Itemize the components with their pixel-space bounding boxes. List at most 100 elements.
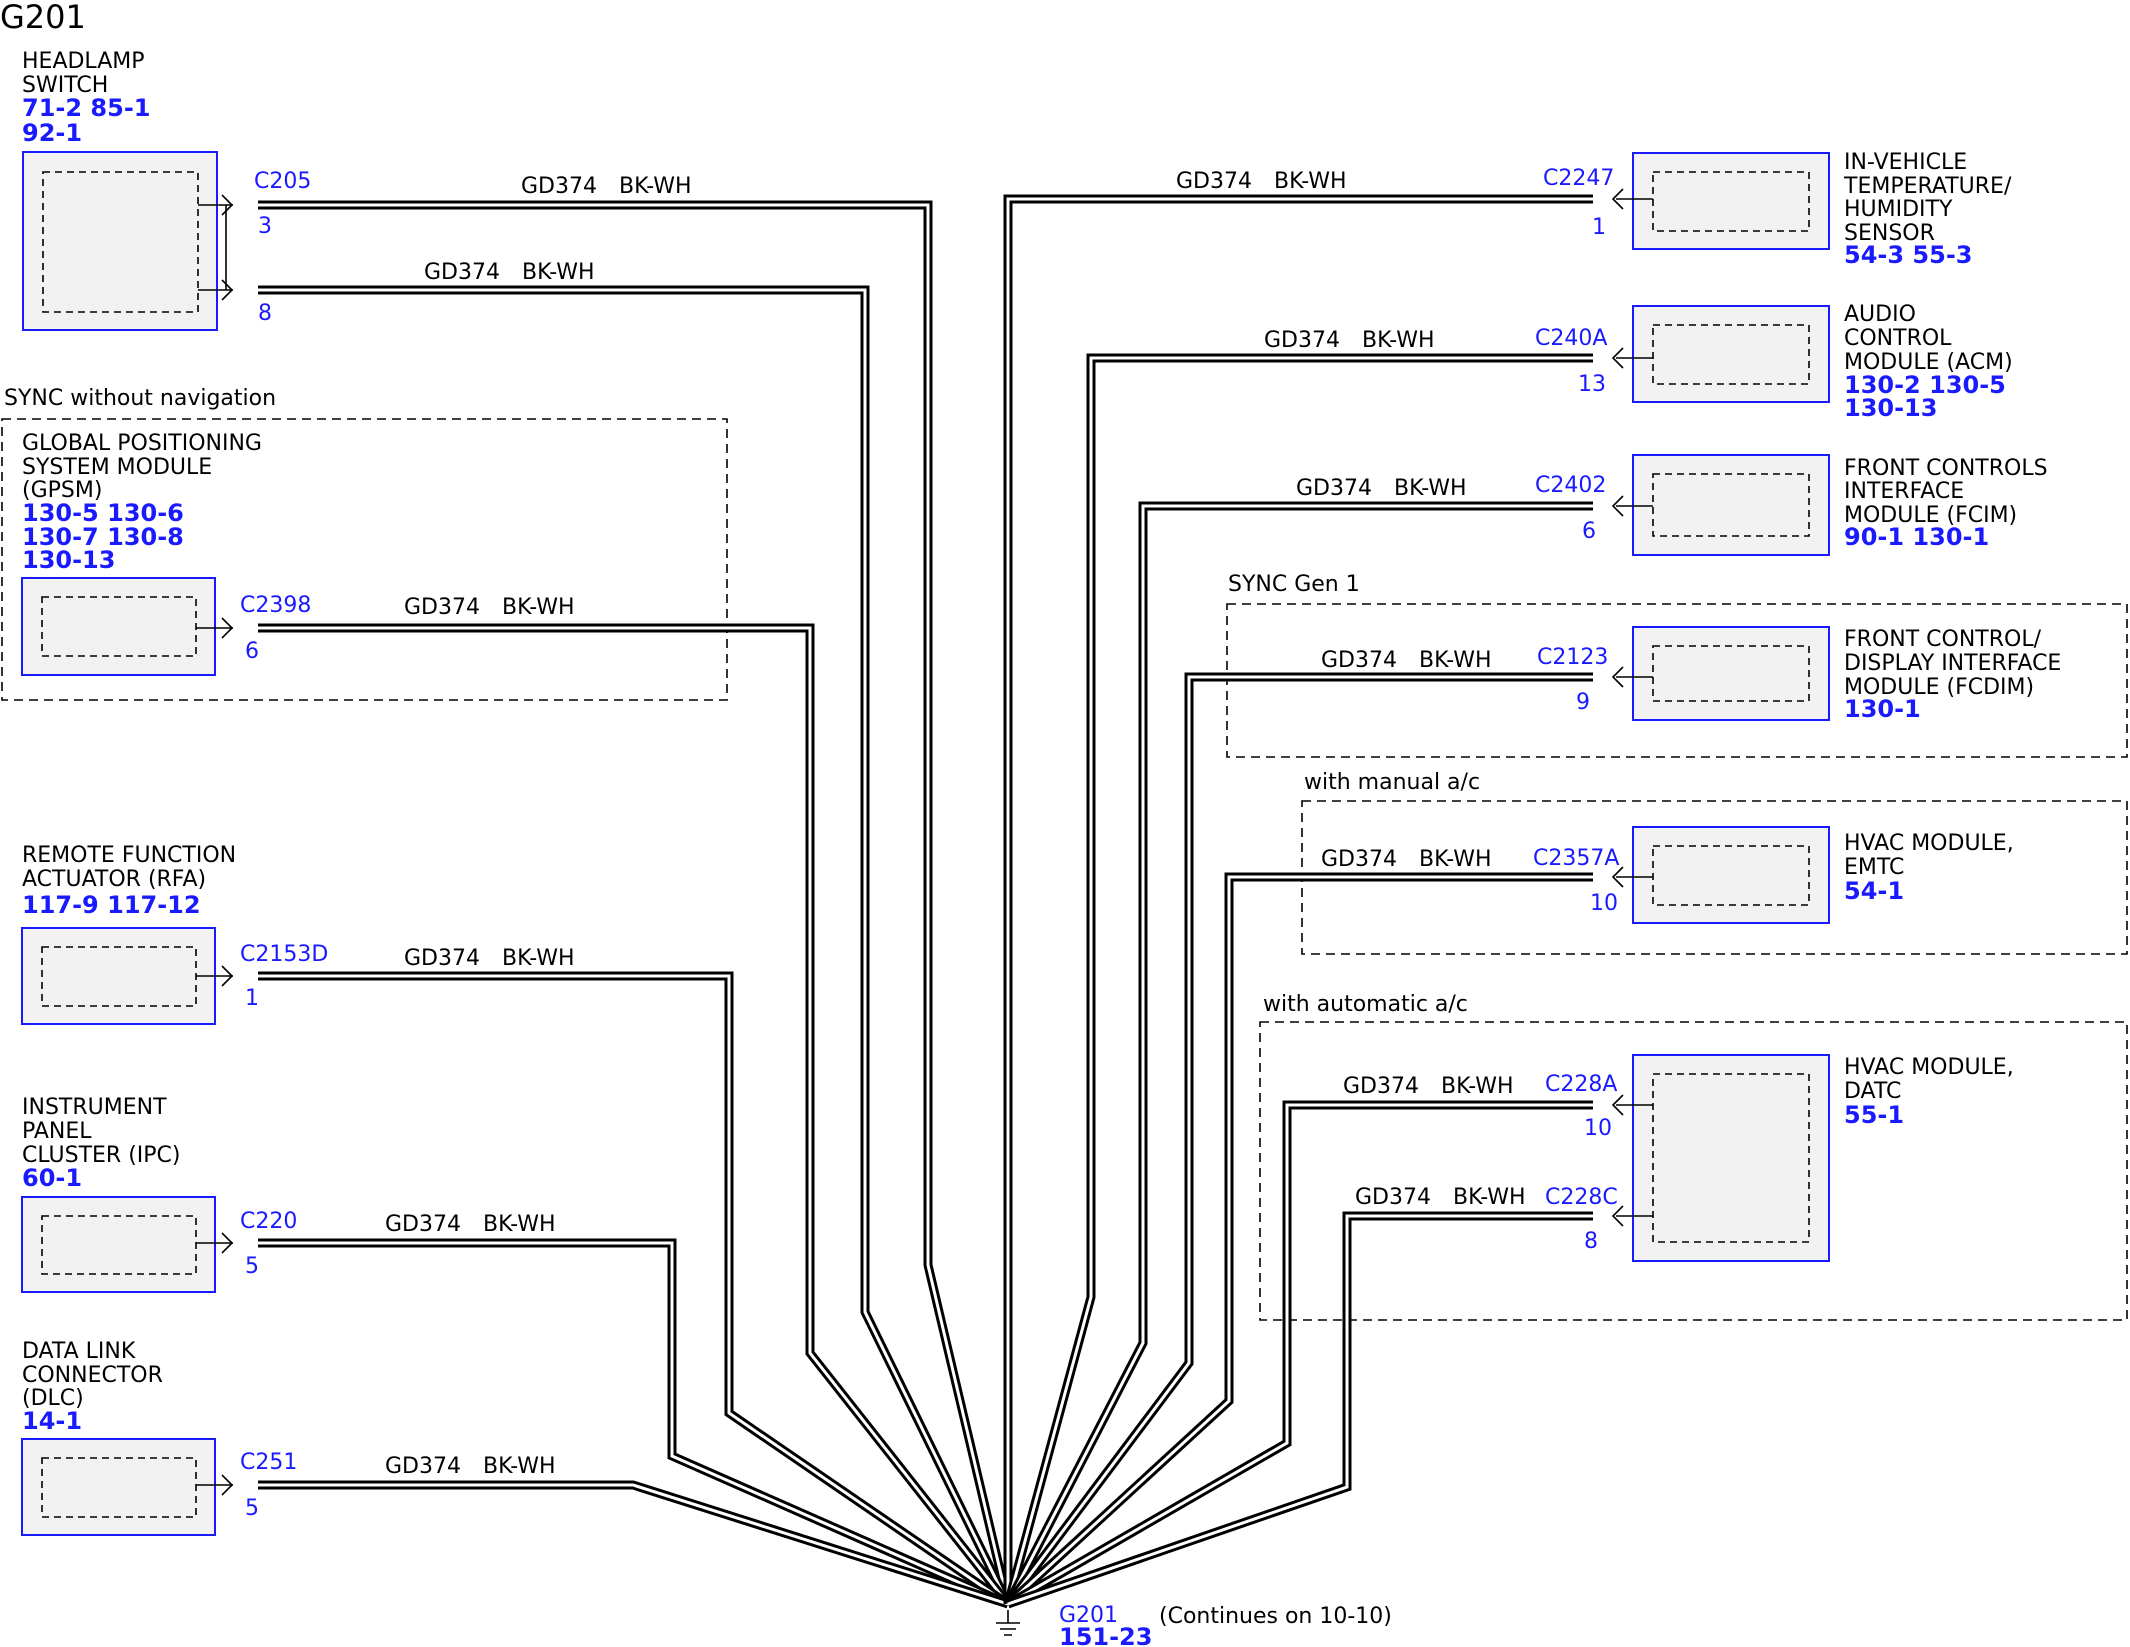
connector-arrow-icon	[1611, 188, 1624, 210]
pin-8: 8	[258, 301, 272, 326]
connector-arrows	[221, 188, 1624, 1496]
wire-c251	[258, 1480, 1010, 1609]
ground-g201: G201 151-23 (Continues on 10-10)	[996, 1603, 1392, 1647]
pin-c240a: 13	[1578, 372, 1606, 397]
connector-arrow-icon	[221, 1474, 234, 1496]
pin-c2247: 1	[1592, 215, 1606, 240]
ground-name: G201	[1059, 1603, 1118, 1628]
ivth-sensor-refs: 54-3 55-3	[1844, 241, 1972, 269]
pin-c2153d: 1	[245, 986, 259, 1011]
hvac-datc-name: HVAC MODULE,DATC	[1844, 1055, 2014, 1104]
pin-c228a: 10	[1584, 1116, 1612, 1141]
wire-c2153d	[258, 971, 1011, 1608]
group-manual-ac: with manual a/c	[1301, 770, 2128, 955]
pin-c2402: 6	[1582, 519, 1596, 544]
fcim-refs: 90-1 130-1	[1844, 523, 1989, 551]
connector-c228c: C228C	[1545, 1185, 1618, 1210]
pin-c2357a: 10	[1590, 891, 1618, 916]
pin-c220: 5	[245, 1254, 259, 1279]
wire-c2402	[1004, 501, 1593, 1607]
diagram-title: G201	[0, 0, 86, 36]
ground-symbol-icon	[996, 1610, 1020, 1636]
hvac-datc-module: HVAC MODULE,DATC 55-1	[1616, 1054, 2014, 1262]
pin-c228c: 8	[1584, 1229, 1598, 1254]
ground-wire-harness	[258, 194, 1593, 1609]
group-label-automatic-ac: with automatic a/c	[1263, 992, 1468, 1017]
connector-c2398: C2398	[240, 593, 311, 618]
wire-c228a	[1005, 1100, 1593, 1608]
wire-c2123	[1004, 672, 1593, 1607]
ipc-refs: 60-1	[22, 1164, 82, 1192]
connector-c2402: C2402	[1535, 473, 1606, 498]
connector-c205: C205	[254, 169, 311, 194]
pin-c2398: 6	[245, 639, 259, 664]
connector-c2247: C2247	[1543, 166, 1614, 191]
pin-c205: 3	[258, 214, 272, 239]
connector-arrow-icon	[221, 965, 234, 987]
connector-arrow-icon	[221, 1232, 234, 1254]
wire-c2398	[258, 623, 1012, 1607]
wire-pin8	[258, 285, 1013, 1606]
ground-ref: 151-23	[1059, 1623, 1152, 1647]
connector-c251: C251	[240, 1450, 297, 1475]
wire-c240a	[1003, 353, 1593, 1606]
connector-labels: C205 3 8 C2398 6 C2153D 1 C220 5 C251 5 …	[240, 166, 1619, 1521]
connector-arrow-icon	[1611, 666, 1624, 688]
hvac-emtc-name: HVAC MODULE,EMTC	[1844, 831, 2014, 880]
hvac-emtc-module: HVAC MODULE,EMTC 54-1	[1616, 826, 2014, 924]
hvac-datc-refs: 55-1	[1844, 1101, 1904, 1129]
dlc-refs: 14-1	[22, 1407, 82, 1435]
hvac-emtc-refs: 54-1	[1844, 877, 1904, 905]
wire-c205	[258, 200, 1013, 1606]
connector-c2153d: C2153D	[240, 942, 328, 967]
connector-arrow-icon	[221, 279, 234, 301]
fcdim-refs: 130-1	[1844, 695, 1921, 723]
connector-c220: C220	[240, 1209, 297, 1234]
wire-c228c	[1006, 1211, 1593, 1609]
wire-c2357a	[1004, 872, 1593, 1608]
pin-c2123: 9	[1576, 690, 1590, 715]
group-automatic-ac: with automatic a/c	[1259, 992, 2128, 1321]
connector-arrow-icon	[1611, 347, 1624, 369]
wire-c2247	[1003, 194, 1593, 1604]
connector-arrow-icon	[221, 194, 234, 216]
connector-c2357a: C2357A	[1533, 846, 1619, 871]
connector-arrow-icon	[1611, 1205, 1624, 1227]
wire-c220	[258, 1238, 1010, 1609]
group-sync-without-navigation: SYNC without navigation	[1, 386, 728, 701]
connector-c2123: C2123	[1537, 645, 1608, 670]
group-label-sync-gen1: SYNC Gen 1	[1228, 572, 1360, 597]
rfa-refs: 117-9 117-12	[22, 891, 201, 919]
connector-c240a: C240A	[1535, 326, 1607, 351]
pin-c251: 5	[245, 1496, 259, 1521]
connector-arrow-icon	[221, 617, 234, 639]
